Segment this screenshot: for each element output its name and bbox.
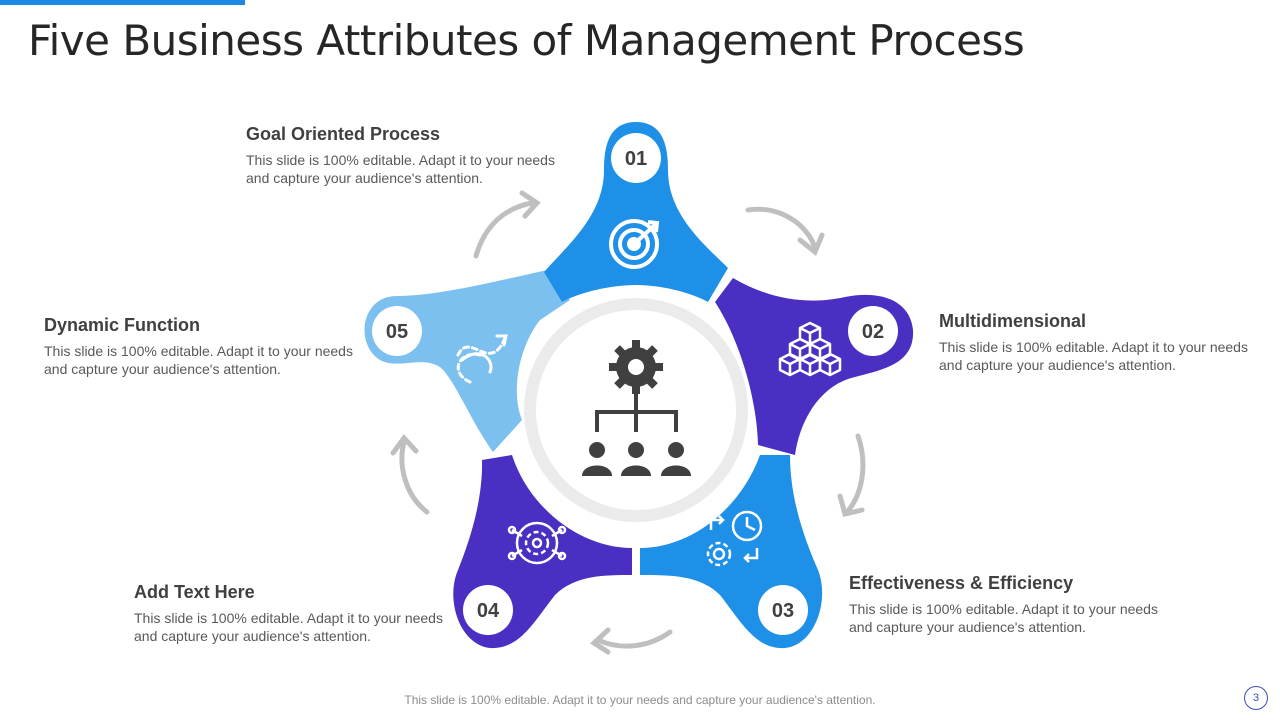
arrow-head-icon xyxy=(519,190,541,219)
footer-note: This slide is 100% editable. Adapt it to… xyxy=(404,693,876,707)
attribute-04-description: This slide is 100% editable. Adapt it to… xyxy=(134,610,443,644)
attribute-04-heading: Add Text Here xyxy=(134,582,255,602)
petal-01 xyxy=(544,122,728,302)
number-01: 01 xyxy=(625,148,647,170)
target-icon xyxy=(609,219,660,269)
attribute-05-block: Dynamic Function This slide is 100% edit… xyxy=(44,315,354,378)
arrow-icon xyxy=(595,629,673,649)
number-badge-03: 03 xyxy=(758,585,808,635)
arrow-head-icon xyxy=(390,434,419,456)
arrow-icon xyxy=(844,433,866,515)
arrow-head-icon xyxy=(589,627,611,655)
petal-01-shape xyxy=(544,122,728,302)
number-03: 03 xyxy=(772,600,794,622)
cubes-pyramid-icon xyxy=(778,321,842,377)
attribute-01-heading: Goal Oriented Process xyxy=(246,124,441,144)
arrow-head-icon xyxy=(837,493,865,517)
attribute-05-description: This slide is 100% editable. Adapt it to… xyxy=(44,343,353,377)
number-02: 02 xyxy=(862,321,884,343)
gear-org-chart-icon xyxy=(582,340,691,476)
arrow-icon xyxy=(745,206,818,251)
gear-network-icon xyxy=(507,521,567,565)
attribute-03-description: This slide is 100% editable. Adapt it to… xyxy=(849,601,1158,635)
arrow-head-icon xyxy=(797,232,825,257)
attribute-01-block: Goal Oriented Process This slide is 100%… xyxy=(246,124,556,187)
attribute-03-heading: Effectiveness & Efficiency xyxy=(849,573,1074,593)
arrow-icon xyxy=(399,439,430,515)
attribute-05-heading: Dynamic Function xyxy=(44,315,201,335)
number-badge-05: 05 xyxy=(372,306,422,356)
attribute-03-block: Effectiveness & Efficiency This slide is… xyxy=(849,573,1159,636)
number-badge-04: 04 xyxy=(463,585,513,635)
page-title: Five Business Attributes of Management P… xyxy=(28,16,1025,65)
number-05: 05 xyxy=(386,321,408,343)
cycle-arrows xyxy=(390,190,866,655)
attribute-02-description: This slide is 100% editable. Adapt it to… xyxy=(939,339,1248,373)
page-number: 3 xyxy=(1244,686,1268,710)
number-badge-01: 01 xyxy=(611,133,661,183)
attribute-04-block: Add Text Here This slide is 100% editabl… xyxy=(134,582,444,645)
gear-clock-icon xyxy=(706,510,763,567)
number-badge-02: 02 xyxy=(848,306,898,356)
accent-bar xyxy=(0,0,245,5)
attribute-01-description: This slide is 100% editable. Adapt it to… xyxy=(246,152,555,186)
attribute-02-heading: Multidimensional xyxy=(939,311,1087,331)
attribute-02-block: Multidimensional This slide is 100% edit… xyxy=(939,311,1249,374)
number-04: 04 xyxy=(477,600,500,622)
dashed-arrows-icon xyxy=(456,334,508,384)
arrow-icon xyxy=(473,200,535,259)
